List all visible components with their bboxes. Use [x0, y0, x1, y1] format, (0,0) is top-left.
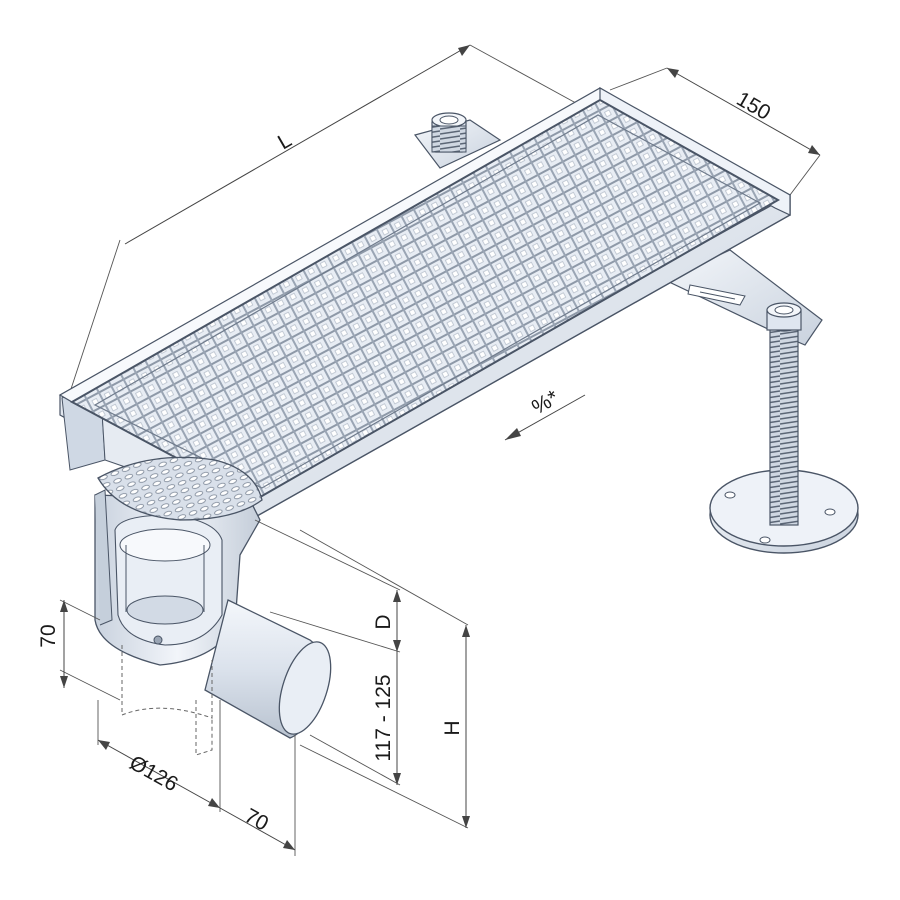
dimension-depth-group: D 117 - 125 H — [254, 519, 470, 829]
adjustable-support-leg — [663, 249, 859, 554]
grating-cover — [69, 98, 781, 502]
outlet-body-section — [94, 456, 332, 756]
depth-label: D — [372, 614, 395, 629]
slope-label: %* — [528, 386, 563, 419]
slope-indicator: %* — [504, 386, 586, 441]
outlet-height-label: 70 — [37, 624, 60, 647]
outlet-offset-label: 70 — [241, 804, 273, 835]
height-label: H — [441, 720, 464, 735]
rear-support-bracket — [413, 112, 502, 169]
outlet-diameter-label: Ø126 — [126, 751, 182, 796]
depth-range-label: 117 - 125 — [372, 674, 395, 761]
length-label: L — [274, 129, 296, 155]
width-label: 150 — [733, 87, 775, 124]
